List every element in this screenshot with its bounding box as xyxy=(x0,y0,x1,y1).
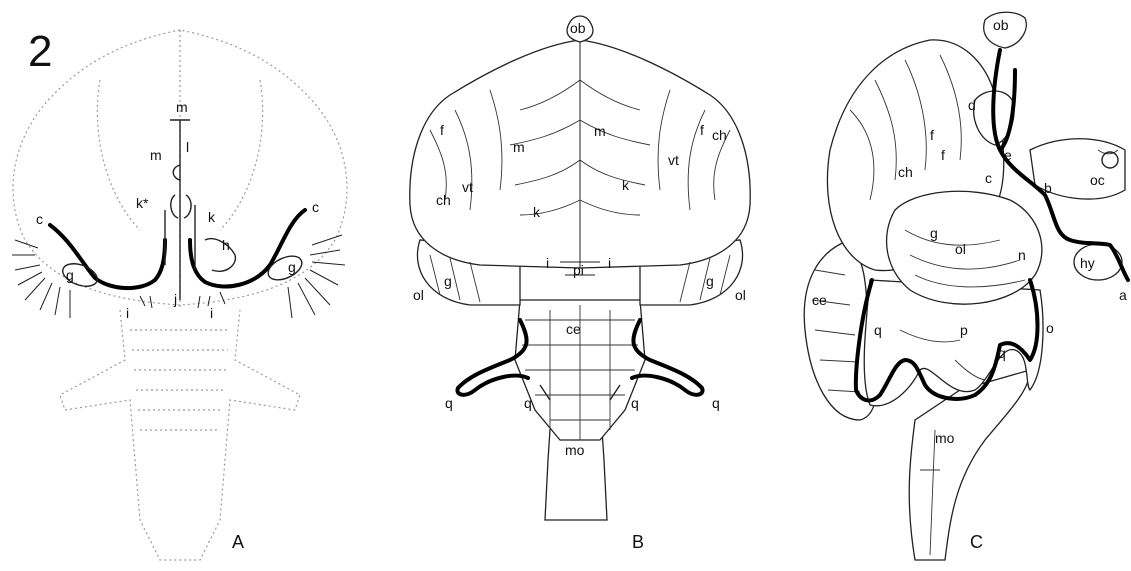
label-c-f-upper: f xyxy=(930,127,934,143)
label-c-c: c xyxy=(985,170,992,186)
label-b-ce: ce xyxy=(566,321,581,337)
panel-a-label: A xyxy=(232,532,244,552)
label-c-b: b xyxy=(1044,180,1052,196)
label-a-j: j xyxy=(173,291,177,307)
label-c-o: o xyxy=(1046,320,1054,336)
label-c-hy: hy xyxy=(1080,255,1095,271)
label-b-pi: pi xyxy=(573,262,584,278)
label-b-i-left: i xyxy=(546,255,549,271)
label-a-h: h xyxy=(222,237,230,253)
label-c-g: g xyxy=(930,225,938,241)
label-a-k-left: k* xyxy=(136,195,149,211)
label-a-m-top: m xyxy=(176,99,188,115)
label-c-f-lower: f xyxy=(941,147,945,163)
panel-c: ob d f f e oc ch c b g ol n hy a ce q p … xyxy=(804,12,1128,560)
label-c-a: a xyxy=(1119,287,1127,303)
label-b-f-right: f xyxy=(700,122,704,138)
label-c-q-left: q xyxy=(874,322,882,338)
label-b-q-outer-left: q xyxy=(445,395,453,411)
label-a-g-left: g xyxy=(66,267,74,283)
label-a-k-right: k xyxy=(208,209,216,225)
label-b-m-center: m xyxy=(594,123,606,139)
label-b-ob: ob xyxy=(570,20,586,36)
panel-b-label: B xyxy=(632,532,644,552)
label-b-m-left: m xyxy=(513,139,525,155)
label-b-k-left: k xyxy=(533,204,541,220)
label-c-d: d xyxy=(968,97,976,113)
label-b-ol-right: ol xyxy=(735,287,746,303)
panel-a: m m l k* k h c c g g i j i A xyxy=(12,30,347,560)
label-b-vt-right: vt xyxy=(668,152,679,168)
label-a-m-mid: m xyxy=(150,147,162,163)
label-c-q-right: q xyxy=(998,345,1006,361)
label-c-oc: oc xyxy=(1090,172,1105,188)
label-b-k-right: k xyxy=(622,177,630,193)
label-b-g-left: g xyxy=(444,273,452,289)
label-a-i-right: i xyxy=(210,305,213,321)
label-c-ol: ol xyxy=(955,241,966,257)
panel-c-brain xyxy=(804,12,1128,560)
label-c-p: p xyxy=(960,322,968,338)
label-b-i-right: i xyxy=(608,255,611,271)
panel-a-vessels xyxy=(12,120,345,318)
label-c-mo: mo xyxy=(935,430,955,446)
label-b-q-inner-left: q xyxy=(524,395,532,411)
label-b-ch-left: ch xyxy=(436,192,451,208)
label-b-ch-right: ch xyxy=(712,127,727,143)
label-c-ob: ob xyxy=(993,17,1009,33)
label-b-vt-left: vt xyxy=(462,179,473,195)
panel-c-label: C xyxy=(970,532,983,552)
label-a-g-right: g xyxy=(288,259,296,275)
label-c-ce: ce xyxy=(812,292,827,308)
label-b-f-left: f xyxy=(440,122,444,138)
label-a-c-right: c xyxy=(312,199,319,215)
label-c-ch: ch xyxy=(898,164,913,180)
label-b-mo: mo xyxy=(565,442,585,458)
label-a-l: l xyxy=(186,139,189,155)
label-b-q-inner-right: q xyxy=(631,395,639,411)
panel-b: ob f f ch ch m m vt vt k k pi i i g g ol… xyxy=(410,16,750,552)
label-a-i-left: i xyxy=(126,305,129,321)
label-a-c-left: c xyxy=(36,211,43,227)
label-b-q-outer-right: q xyxy=(712,395,720,411)
label-c-n: n xyxy=(1018,247,1026,263)
label-b-g-right: g xyxy=(706,273,714,289)
label-b-ol-left: ol xyxy=(413,287,424,303)
figure-number: 2 xyxy=(28,27,52,76)
label-c-e: e xyxy=(1004,147,1012,163)
